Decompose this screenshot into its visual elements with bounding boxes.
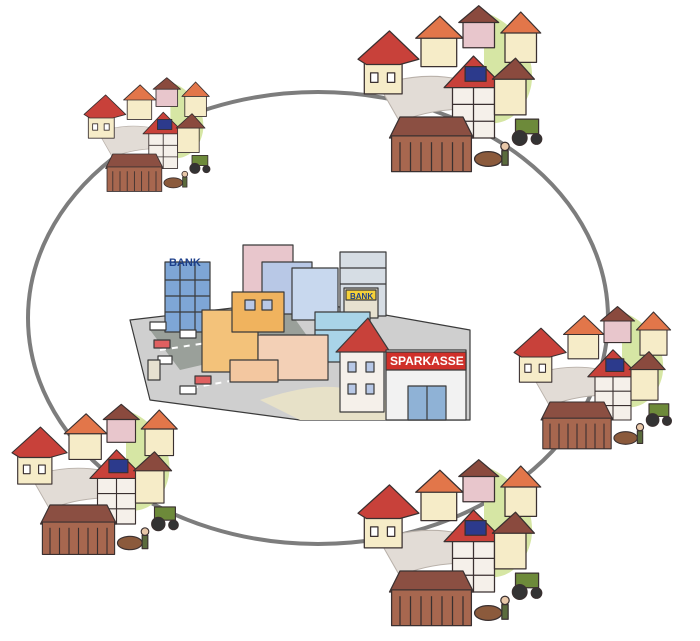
village-bottom-right <box>357 459 543 627</box>
village-bottom-left <box>11 403 179 555</box>
village-top-right <box>357 5 543 173</box>
central-town: BANK BANK SPAR <box>129 244 471 421</box>
sparkasse-sign: SPARKASSE <box>390 354 464 368</box>
sparkasse-building: SPARKASSE <box>385 349 467 421</box>
bank-sign-1: BANK <box>169 257 201 269</box>
bank-sign-2: BANK <box>350 292 373 301</box>
village-top-left <box>83 77 211 192</box>
village-right <box>513 306 673 450</box>
